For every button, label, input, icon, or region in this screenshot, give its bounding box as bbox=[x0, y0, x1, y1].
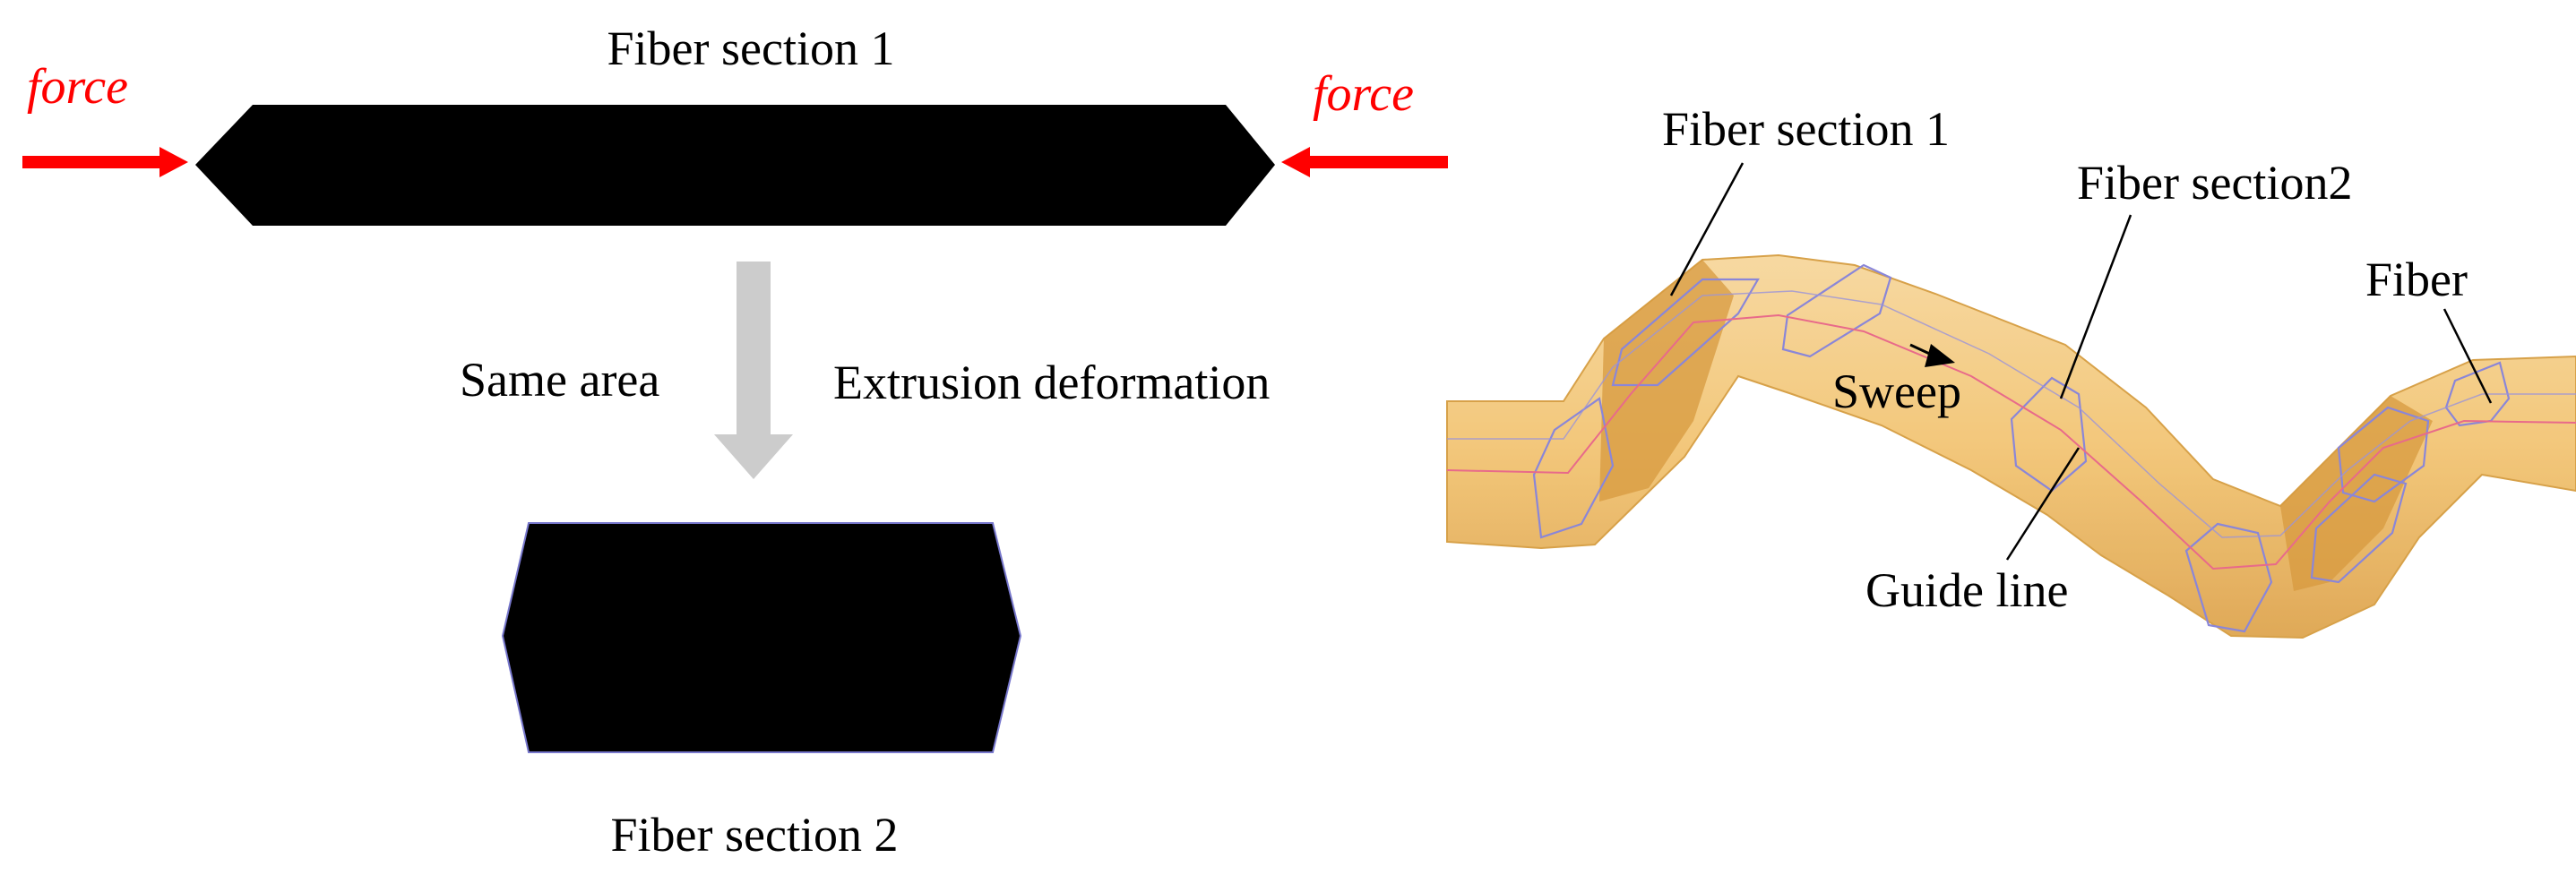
leader-line-fiber bbox=[2442, 308, 2493, 404]
right-panel: Fiber section 1 Fiber section2 Fiber Swe… bbox=[1446, 102, 2576, 639]
left-panel: Fiber section 1 force force Same area Ex… bbox=[22, 21, 1448, 862]
sweep-arrow-icon bbox=[1909, 343, 1955, 367]
wireframe-rings bbox=[1532, 263, 2511, 633]
force-label-right: force bbox=[1313, 66, 1414, 122]
same-area-label: Same area bbox=[460, 353, 659, 407]
leader-line-section2 bbox=[2059, 214, 2132, 399]
label-fiber-section-2: Fiber section2 bbox=[2077, 156, 2352, 210]
leader-line-section1 bbox=[1669, 162, 1745, 296]
fiber-section-1-title: Fiber section 1 bbox=[607, 21, 895, 75]
label-fiber-section-1: Fiber section 1 bbox=[1662, 102, 1950, 156]
force-label-left: force bbox=[27, 59, 128, 115]
label-sweep: Sweep bbox=[1832, 365, 1961, 418]
leader-line-guide bbox=[2005, 447, 2081, 561]
label-guide-line: Guide line bbox=[1865, 563, 2068, 617]
label-fiber: Fiber bbox=[2365, 253, 2468, 306]
fiber-section-2-title: Fiber section 2 bbox=[611, 808, 899, 862]
tube-vertical-segment-left bbox=[1599, 260, 1734, 502]
tube-edge-wire-top bbox=[1447, 290, 2576, 538]
fiber-section-2-shape bbox=[501, 522, 1022, 753]
fiber-section-1-shape bbox=[195, 105, 1275, 226]
guide-line-path bbox=[1446, 313, 2576, 570]
force-arrow-left bbox=[22, 147, 188, 177]
force-arrow-right bbox=[1281, 147, 1448, 177]
deformation-down-arrow bbox=[714, 262, 793, 479]
extrusion-deformation-label: Extrusion deformation bbox=[833, 356, 1270, 409]
